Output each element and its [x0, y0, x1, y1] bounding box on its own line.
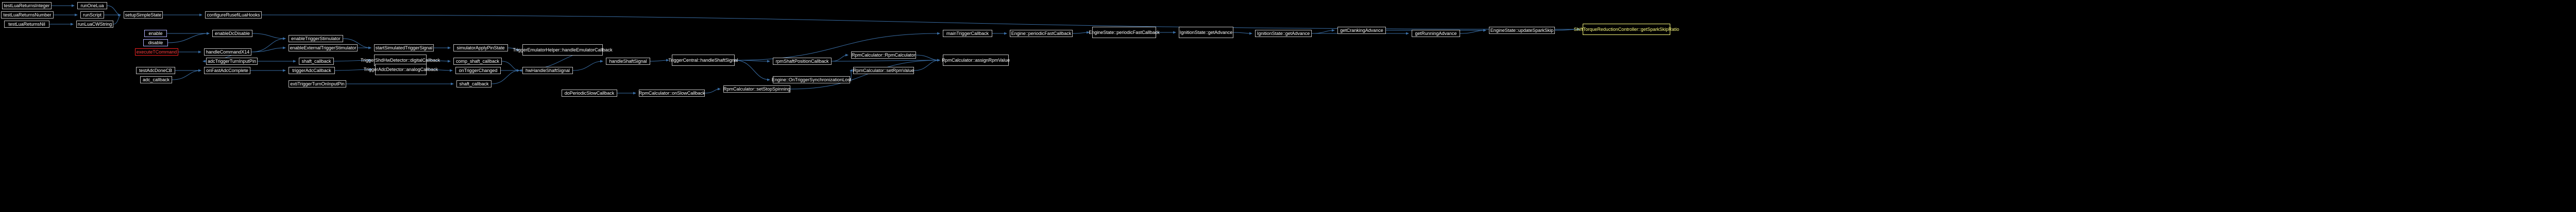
graph-node-n28[interactable]: shaft_callback — [456, 80, 492, 87]
graph-node-n48[interactable]: RpmCalculator::onSlowCallback — [638, 90, 705, 97]
graph-node-n27[interactable]: adc_callback — [140, 76, 172, 83]
graph-node-n44[interactable]: RpmCalculator::assignRpmValue — [942, 55, 1010, 66]
graph-node-n36[interactable]: IgnitionState::getAdvance — [1179, 27, 1233, 38]
graph-node-n21[interactable]: comp_shaft_callback — [453, 58, 502, 65]
graph-node-n24[interactable]: triggerAdcCallback — [289, 67, 335, 74]
graph-node-n14[interactable]: enableExternalTriggerStimulator — [289, 44, 358, 51]
graph-node-n2[interactable]: testLuaReturnsNumber — [1, 11, 54, 19]
graph-node-n31[interactable]: handleShaftSignal — [606, 58, 650, 65]
graph-node-n1[interactable]: runOneLua — [77, 2, 107, 9]
graph-node-n17[interactable]: TriggerEmulatorHelper::handleEmulatorCal… — [513, 44, 613, 56]
graph-node-n39[interactable]: getRunningAdvance — [1412, 30, 1460, 37]
graph-node-n38[interactable]: getCrankingAdvance — [1337, 27, 1386, 34]
graph-node-n5[interactable]: configureRusefiLuaHooks — [205, 11, 262, 19]
graph-node-n3[interactable]: runScript — [80, 11, 104, 19]
graph-node-n15[interactable]: startSimulatedTriggerSignal — [374, 44, 434, 51]
graph-node-n12[interactable]: executeTCommand — [135, 48, 178, 56]
graph-node-n6[interactable]: testLuaReturnsNil — [4, 21, 49, 28]
graph-node-n0[interactable]: testLuaReturnsInteger — [2, 2, 52, 9]
graph-node-n25[interactable]: TriggerAdcDetector::analogCallback — [364, 64, 438, 75]
graph-node-n7[interactable]: runLuaCWString — [76, 21, 113, 28]
graph-node-n19[interactable]: shaft_callback — [299, 58, 334, 65]
graph-node-n41[interactable]: ShiftTorqueReductionController::getSpark… — [1574, 24, 1679, 35]
graph-node-n34[interactable]: Engine::periodicFastCallback — [1010, 30, 1073, 37]
graph-node-n37[interactable]: IgnitionState::getAdvance — [1255, 30, 1312, 37]
graph-node-n10[interactable]: disable — [143, 39, 168, 46]
graph-node-n11[interactable]: enableTriggerStimulator — [289, 35, 343, 42]
graph-node-n9[interactable]: enableDcDisable — [212, 30, 252, 37]
graph-node-n18[interactable]: adcTriggerTurnInputPin — [206, 58, 258, 65]
graph-node-n22[interactable]: testAdcDoneCB — [136, 67, 175, 74]
graph-node-n42[interactable]: rpmShaftPositionCallback — [773, 58, 832, 65]
graph-node-n8[interactable]: enable — [144, 30, 167, 37]
graph-node-n29[interactable]: extiTriggerTurnOnInputPin — [289, 80, 346, 87]
graph-node-n49[interactable]: RpmCalculator::setStopSpinning — [723, 85, 791, 93]
graph-node-n23[interactable]: onFastAdcComplete — [204, 67, 250, 74]
graph-node-n40[interactable]: EngineState::updateSparkSkip — [1489, 27, 1555, 34]
graph-node-n16[interactable]: simulatorApplyPinState — [453, 44, 508, 51]
graph-node-n43[interactable]: RpmCalculator::RpmCalculator — [851, 51, 916, 59]
graph-node-n4[interactable]: setupSimpleState — [124, 11, 163, 19]
graph-node-n13[interactable]: handleCommandX14 — [204, 48, 251, 56]
graph-node-n30[interactable]: hwHandleShaftSignal — [522, 67, 573, 74]
graph-node-n47[interactable]: doPeriodicSlowCallback — [562, 90, 617, 97]
graph-node-n26[interactable]: onTriggerChanged — [455, 67, 501, 74]
graph-node-n35[interactable]: EngineState::periodicFastCallback — [1089, 27, 1160, 38]
graph-node-n32[interactable]: TriggerCentral::handleShaftSignal — [668, 55, 738, 66]
graph-node-n45[interactable]: Engine::OnTriggerSynchronizationLost — [771, 76, 852, 83]
graph-node-n33[interactable]: mainTriggerCallback — [943, 30, 992, 37]
graph-node-n46[interactable]: RpmCalculator::setRpmValue — [853, 67, 914, 74]
